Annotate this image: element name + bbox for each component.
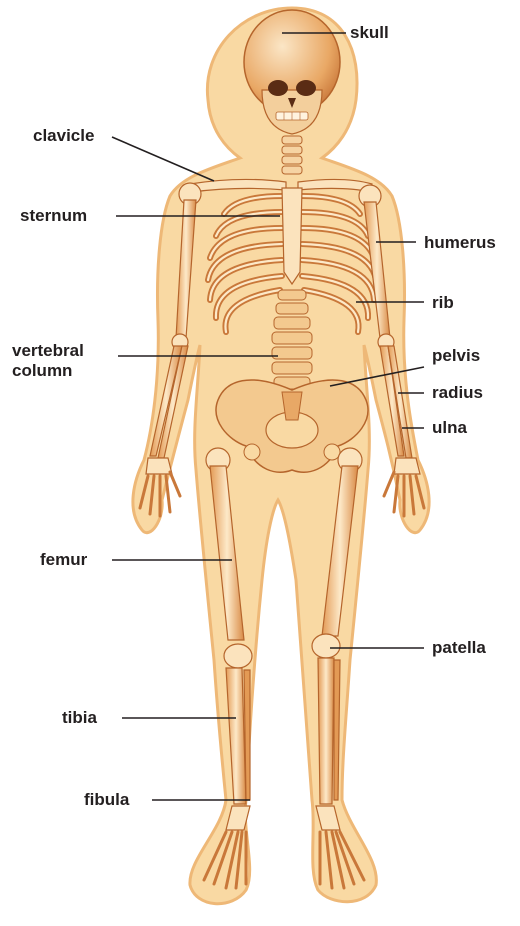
label-patella: patella [432, 638, 486, 658]
label-pelvis: pelvis [432, 346, 480, 366]
label-ulna: ulna [432, 418, 467, 438]
label-tibia: tibia [62, 708, 97, 728]
label-radius: radius [432, 383, 483, 403]
label-fibula: fibula [84, 790, 129, 810]
spine-vertebrae [272, 290, 312, 389]
label-femur: femur [40, 550, 87, 570]
label-vertebral-line1: vertebral [12, 341, 84, 361]
sternum-bone [282, 188, 302, 284]
label-sternum: sternum [20, 206, 87, 226]
label-clavicle: clavicle [33, 126, 94, 146]
label-humerus: humerus [424, 233, 496, 253]
label-vertebral-column: vertebral column [12, 341, 84, 381]
label-rib: rib [432, 293, 454, 313]
leader-clavicle [112, 137, 214, 181]
label-vertebral-line2: column [12, 361, 84, 381]
label-skull: skull [350, 23, 389, 43]
